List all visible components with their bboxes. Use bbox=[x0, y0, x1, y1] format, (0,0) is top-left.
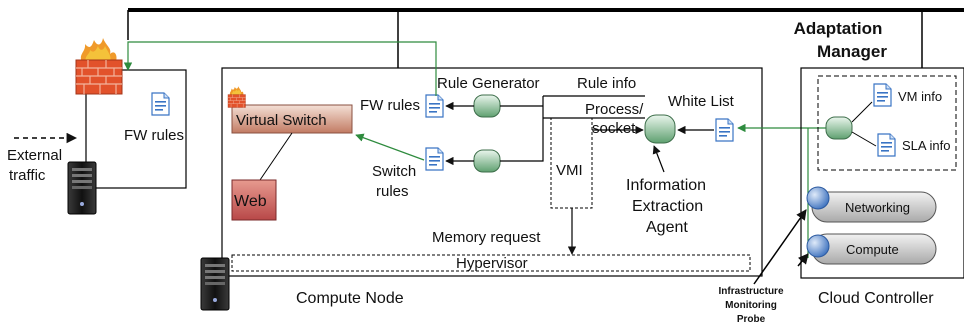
compute-node-server-icon bbox=[200, 257, 230, 311]
memory-request-label: Memory request bbox=[432, 229, 541, 246]
networking-label: Networking bbox=[845, 200, 910, 215]
switch-rules-label-1: Switch bbox=[372, 163, 416, 180]
adaptation-manager-node bbox=[825, 116, 853, 140]
adaptation-manager-title-1: Adaptation bbox=[794, 19, 883, 38]
rule-info-label: Rule info bbox=[577, 75, 636, 92]
agent-pointer-line bbox=[652, 145, 665, 173]
green-flow-to-virtual-switch bbox=[355, 133, 425, 161]
adaptation-manager-box bbox=[817, 75, 957, 171]
external-traffic-label-2: traffic bbox=[9, 167, 46, 184]
fw-rules-left-label: FW rules bbox=[124, 127, 184, 144]
external-traffic-label-1: External bbox=[7, 147, 62, 164]
compute-ball bbox=[806, 234, 830, 258]
fw-rules-inner-label: FW rules bbox=[360, 97, 420, 114]
compute-node-box bbox=[221, 67, 763, 277]
hypervisor-box bbox=[231, 254, 751, 272]
rule-generator-label: Rule Generator bbox=[437, 75, 540, 92]
probe-label-3: Probe bbox=[737, 314, 766, 325]
compute-node-label: Compute Node bbox=[296, 290, 404, 307]
cloud-controller-box bbox=[800, 67, 964, 279]
fw-rules-doc-icon bbox=[151, 92, 170, 116]
white-list-doc-icon bbox=[715, 118, 734, 142]
information-extraction-agent-node bbox=[644, 114, 676, 144]
vm-info-label: VM info bbox=[898, 89, 942, 104]
compute-label: Compute bbox=[846, 242, 899, 257]
iea-label-1: Information bbox=[626, 177, 706, 194]
process-socket-label-2: socket bbox=[592, 120, 636, 137]
am-node-to-vm-info bbox=[851, 101, 873, 123]
am-node-to-sla-info bbox=[851, 131, 877, 147]
adaptation-manager-title-2: Manager bbox=[817, 42, 887, 61]
iea-label-3: Agent bbox=[646, 219, 688, 236]
probe-label-2: Monitoring bbox=[725, 300, 777, 311]
fw-rules-inner-doc-icon bbox=[425, 94, 444, 118]
probe-arrow-networking bbox=[753, 209, 807, 285]
probe-label-1: Infrastructure bbox=[718, 286, 783, 297]
switch-web-link bbox=[259, 132, 293, 181]
iea-label-2: Extraction bbox=[632, 198, 703, 215]
vm-info-doc-icon bbox=[873, 83, 892, 107]
web-label: Web bbox=[234, 193, 267, 210]
rule-generator-node-bottom bbox=[473, 149, 501, 173]
switch-rules-label-2: rules bbox=[376, 183, 409, 200]
firewall-box bbox=[85, 69, 187, 189]
rule-generator-node-top bbox=[473, 94, 501, 118]
sla-info-label: SLA info bbox=[902, 138, 950, 153]
web-box bbox=[231, 179, 277, 221]
external-server-icon bbox=[67, 161, 97, 215]
probe-arrow-compute bbox=[797, 253, 809, 267]
process-socket-label-1: Process/ bbox=[585, 101, 644, 118]
virtual-switch-label: Virtual Switch bbox=[236, 112, 327, 129]
switch-firewall-icon bbox=[227, 85, 246, 108]
hypervisor-label: Hypervisor bbox=[456, 255, 528, 272]
networking-ball bbox=[806, 186, 830, 210]
green-flow-to-firewall bbox=[123, 41, 437, 96]
cloud-controller-label: Cloud Controller bbox=[818, 290, 934, 307]
firewall-icon bbox=[75, 37, 123, 95]
switch-rules-doc-icon bbox=[425, 147, 444, 171]
sla-info-doc-icon bbox=[877, 133, 896, 157]
white-list-label: White List bbox=[668, 93, 735, 110]
vmi-label: VMI bbox=[556, 162, 583, 179]
